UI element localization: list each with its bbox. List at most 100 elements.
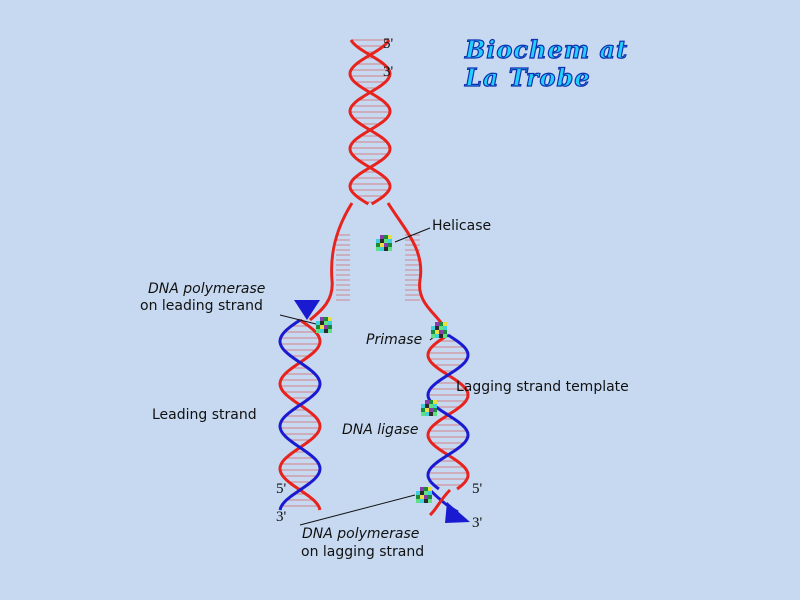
leading-strand-label: Leading strand [152, 407, 257, 423]
enzyme-subunit [425, 404, 429, 408]
enzyme-subunit [420, 487, 424, 491]
pol-lagging-label-1: DNA polymerase [302, 526, 420, 542]
enzyme-subunit [380, 243, 384, 247]
enzyme-subunit [435, 322, 439, 326]
label-pointer-line [279, 314, 321, 326]
enzyme-subunit [384, 243, 388, 247]
enzyme-subunit [431, 326, 435, 330]
enzyme-subunit [433, 412, 437, 416]
enzyme-subunit [439, 322, 443, 326]
enzyme-subunit [380, 235, 384, 239]
lagging-strand-a [426, 333, 470, 491]
enzyme-subunit [320, 317, 324, 321]
enzyme-subunit [424, 499, 428, 503]
enzyme-subunit [380, 247, 384, 251]
enzyme-subunit [320, 325, 324, 329]
label-pointer-line [394, 227, 431, 243]
enzyme-subunit [433, 408, 437, 412]
left-5-prime: 5' [276, 481, 287, 497]
enzyme-subunit [316, 321, 320, 325]
primase-icon [431, 322, 447, 338]
dna-polymerase-lagging-icon [416, 487, 432, 503]
lagging-template-tail [428, 488, 452, 517]
right-5-prime: 5' [472, 481, 483, 497]
logo-line-2: La Trobe [464, 63, 591, 92]
enzyme-subunit [428, 495, 432, 499]
enzyme-subunit [429, 400, 433, 404]
enzyme-subunit [316, 329, 320, 333]
enzyme-subunit [328, 329, 332, 333]
enzyme-subunit [424, 495, 428, 499]
top-5-prime: 5' [383, 36, 394, 52]
pol-leading-label-2: on leading strand [140, 298, 263, 314]
enzyme-subunit [439, 326, 443, 330]
enzyme-subunit [384, 239, 388, 243]
enzyme-subunit [416, 495, 420, 499]
enzyme-subunit [429, 412, 433, 416]
enzyme-subunit [421, 412, 425, 416]
enzyme-subunit [435, 326, 439, 330]
leading-strand-arrowhead [294, 300, 320, 320]
helicase-label: Helicase [432, 218, 492, 234]
enzyme-subunit [431, 334, 435, 338]
leading-strand-b [278, 318, 322, 511]
enzyme-subunit [388, 239, 392, 243]
enzyme-subunit [380, 239, 384, 243]
base-pair-rungs [280, 39, 468, 507]
primase-label: Primase [366, 332, 423, 348]
enzyme-subunit [439, 334, 443, 338]
enzyme-subunit [428, 491, 432, 495]
enzyme-subunit [443, 330, 447, 334]
enzyme-subunit [428, 499, 432, 503]
enzyme-subunit [435, 330, 439, 334]
enzyme-subunit [324, 317, 328, 321]
parental-strand-b [348, 39, 392, 206]
enzyme-subunit [416, 499, 420, 503]
parental-strand-a [348, 39, 392, 206]
enzyme-subunit [316, 325, 320, 329]
enzyme-subunit [324, 325, 328, 329]
enzyme-subunit [429, 404, 433, 408]
left-3-prime: 3' [276, 509, 287, 525]
lagging-template-label: Lagging strand template [456, 379, 629, 395]
enzyme-subunit [424, 487, 428, 491]
enzyme-subunit [443, 334, 447, 338]
enzyme-subunit [433, 404, 437, 408]
enzyme-subunit [431, 330, 435, 334]
top-3-prime: 3' [383, 64, 394, 80]
enzyme-subunit [376, 243, 380, 247]
enzyme-subunit [376, 247, 380, 251]
right-fork-arm [386, 202, 447, 331]
enzyme-subunit [443, 322, 447, 326]
enzyme-subunit [420, 495, 424, 499]
dna-strands [278, 39, 470, 517]
dna-polymerase-leading-icon [316, 317, 332, 333]
enzyme-subunit [384, 235, 388, 239]
enzyme-subunit [433, 400, 437, 404]
enzyme-subunit [424, 491, 428, 495]
logo-line-1: Biochem at [464, 35, 629, 64]
enzyme-subunit [443, 326, 447, 330]
enzyme-subunit [376, 239, 380, 243]
enzyme-subunit [439, 330, 443, 334]
enzyme-subunit [324, 321, 328, 325]
enzyme-subunit [421, 404, 425, 408]
enzyme-subunit [425, 400, 429, 404]
enzyme-subunit [320, 321, 324, 325]
enzyme-subunit [388, 235, 392, 239]
enzyme-subunit [328, 325, 332, 329]
enzyme-subunit [420, 499, 424, 503]
enzyme-subunit [388, 247, 392, 251]
helicase-icon [376, 235, 392, 251]
ligase-label: DNA ligase [342, 422, 419, 438]
enzyme-subunit [428, 487, 432, 491]
left-fork-arm [309, 202, 354, 322]
enzyme-subunit [328, 317, 332, 321]
right-3-prime: 3' [472, 515, 483, 531]
enzyme-subunit [435, 334, 439, 338]
leading-strand-a [278, 318, 322, 511]
lagging-strand-b [426, 333, 470, 491]
biochem-la-trobe-logo: Biochem at La Trobe [464, 35, 629, 92]
enzyme-subunit [425, 412, 429, 416]
enzyme-subunit [384, 247, 388, 251]
